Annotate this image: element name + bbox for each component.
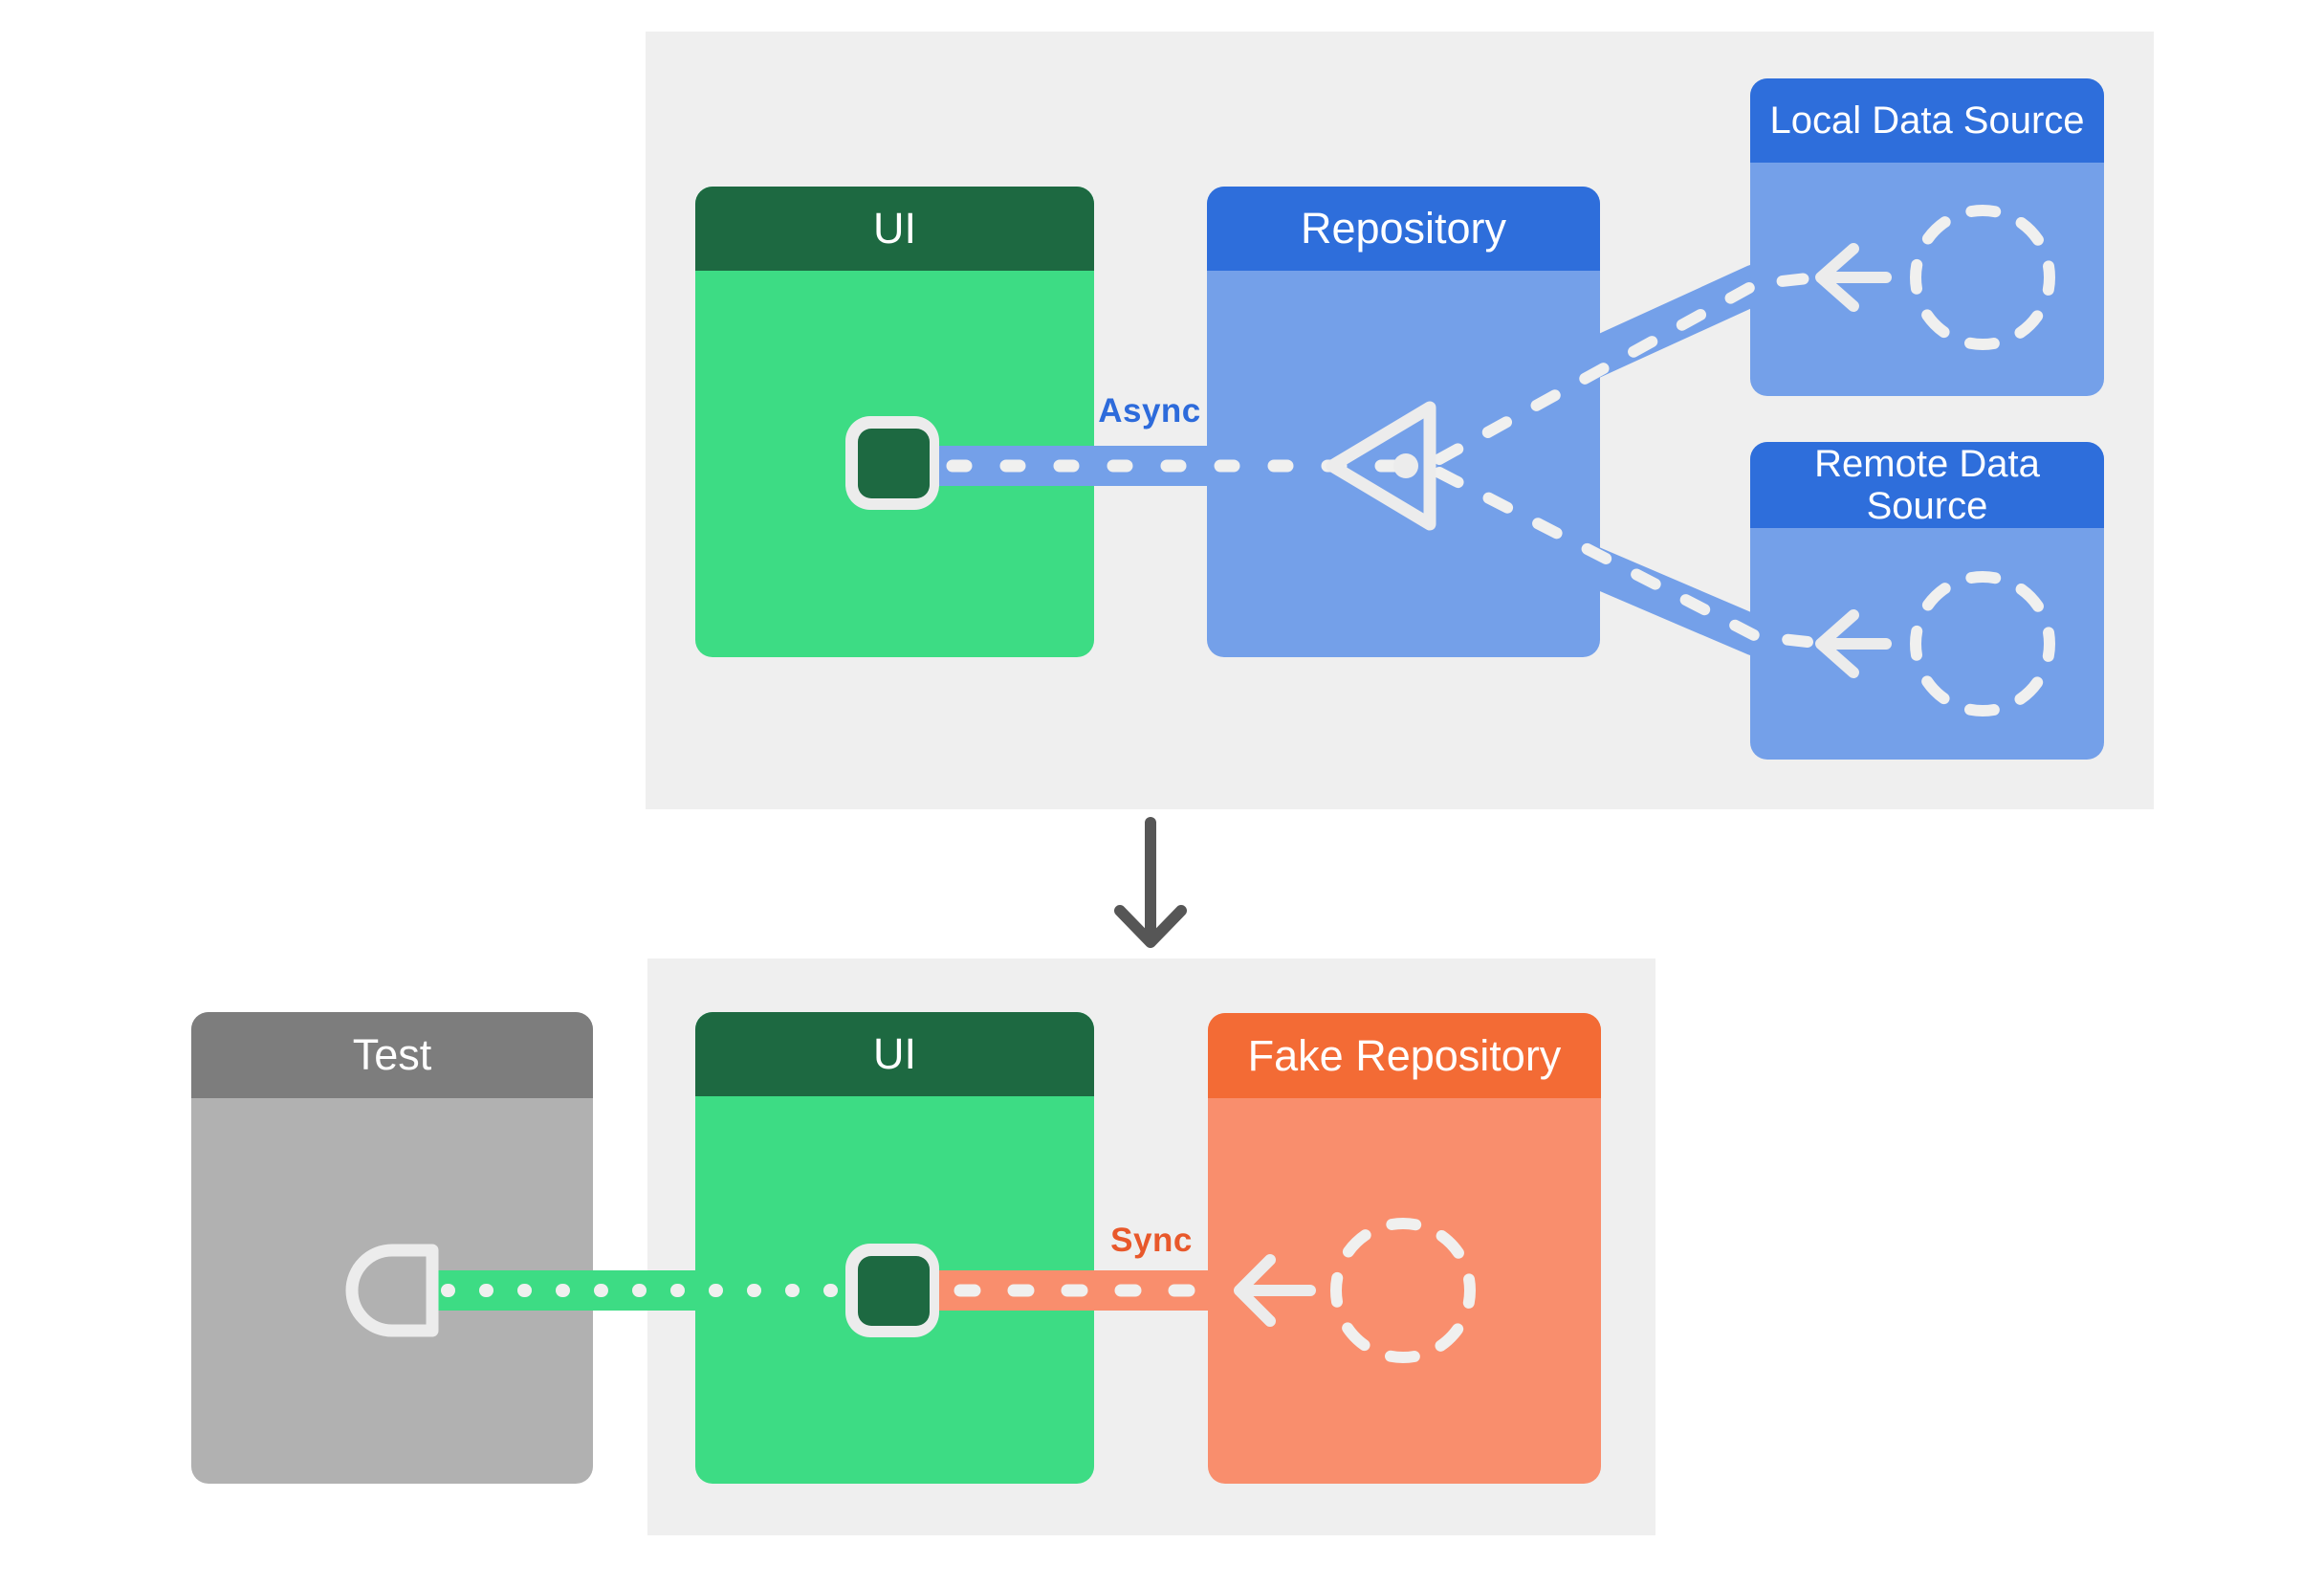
local-data-source-box: Local Data Source	[1750, 78, 2104, 396]
ui-box-bottom-header: UI	[695, 1012, 1094, 1096]
down-arrow-icon	[1114, 817, 1187, 948]
fake-repository-header: Fake Repository	[1208, 1013, 1601, 1098]
local-data-source-header: Local Data Source	[1750, 78, 2104, 163]
ui-box-top-header: UI	[695, 187, 1094, 271]
sync-connection-label: Sync	[1110, 1222, 1193, 1259]
test-box: Test	[191, 1012, 593, 1484]
repository-box-header: Repository	[1207, 187, 1600, 271]
remote-data-source-box: Remote Data Source	[1750, 442, 2104, 760]
remote-data-source-header: Remote Data Source	[1750, 442, 2104, 528]
test-box-header: Test	[191, 1012, 593, 1098]
ui-box-top: UI	[695, 187, 1094, 657]
async-connection-label: Async	[1098, 392, 1201, 430]
